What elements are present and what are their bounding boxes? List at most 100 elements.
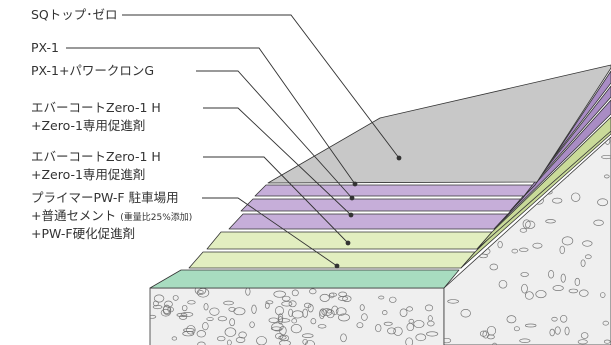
aggregate-pebble: [560, 273, 566, 283]
aggregate-pebble: [521, 283, 528, 294]
aggregate-pebble: [604, 174, 610, 179]
aggregate-pebble: [317, 324, 327, 329]
label-line: +Zero-1専用促進剤: [31, 167, 145, 182]
aggregate-pebble: [405, 337, 414, 345]
aggregate-pebble: [196, 330, 206, 338]
label-sq-top-zero: SQトップ･ゼロ: [31, 7, 118, 22]
aggregate-pebble: [229, 318, 236, 327]
concrete-front-face: [149, 287, 445, 345]
aggregate-pebble: [310, 318, 317, 325]
aggregate-pebble: [319, 293, 330, 302]
aggregate-pebble: [186, 325, 196, 335]
aggregate-pebble: [181, 304, 188, 312]
aggregate-pebble: [427, 320, 435, 327]
aggregate-pebble: [406, 322, 415, 332]
aggregate-pebble: [506, 315, 517, 324]
aggregate-pebble: [382, 310, 388, 316]
aggregate-pebble: [568, 288, 579, 294]
aggregate-pebble: [150, 314, 157, 319]
aggregate-pebble: [552, 197, 563, 204]
label-line: SQトップ･ゼロ: [31, 7, 118, 22]
leader-dot: [348, 212, 354, 218]
label-line: +PW-F硬化促進剤: [31, 226, 135, 241]
aggregate-pebble: [290, 324, 302, 334]
aggregate-pebble: [601, 154, 611, 160]
aggregate-pebble: [426, 331, 439, 337]
aggregate-pebble: [378, 295, 385, 300]
aggregate-pebble: [251, 304, 257, 314]
aggregate-pebble: [274, 306, 284, 316]
aggregate-pebble: [279, 334, 290, 342]
leader-lines: [66, 14, 402, 269]
aggregate-pebble: [554, 326, 561, 335]
aggregate-pebble: [603, 339, 611, 344]
aggregate-pebble: [264, 302, 270, 309]
aggregate-pebble: [520, 272, 529, 277]
aggregate-pebble: [580, 332, 589, 339]
leader-dot: [349, 195, 355, 201]
label-line: +普通セメント(重量比25%添加): [31, 208, 192, 223]
aggregate-pebble: [519, 228, 528, 233]
leader-line: [203, 107, 352, 216]
aggregate-pebble: [331, 305, 339, 316]
aggregate-pebble: [389, 296, 397, 303]
aggregate-pebble: [497, 240, 503, 249]
purple-layer-lower: [228, 99, 611, 230]
aggregate-pebble: [291, 318, 298, 324]
label-line: PX-1: [31, 40, 59, 55]
aggregate-pebble: [278, 335, 287, 340]
aggregate-pebble: [375, 324, 382, 333]
aggregate-pebble: [340, 333, 347, 343]
aggregate-pebble: [513, 326, 520, 332]
aggregate-pebble: [597, 198, 609, 207]
aggregate-pebble: [163, 304, 171, 315]
aggregate-pebble: [153, 300, 159, 307]
aggregate-pebble: [361, 313, 368, 321]
label-everco-zero1h-upper: エバーコートZero-1 H+Zero-1専用促進剤: [31, 100, 161, 133]
aggregate-pebble: [335, 307, 347, 316]
aggregate-pebble: [511, 248, 519, 254]
aggregate-pebble: [387, 327, 397, 335]
aggregate-pebble: [559, 245, 565, 255]
aggregate-pebble: [176, 312, 188, 317]
aggregate-pebble: [223, 300, 234, 306]
aggregate-pebble: [551, 316, 558, 322]
aggregate-pebble: [278, 316, 283, 325]
aggregate-pebble: [524, 220, 536, 229]
aggregate-pebble: [561, 236, 574, 246]
aggregate-pebble: [194, 288, 207, 295]
aggregate-pebble: [560, 314, 568, 323]
aggregate-pebble: [564, 326, 570, 336]
leader-line: [196, 70, 353, 199]
concrete-side-face: [443, 136, 611, 345]
purple-layer-upper: [254, 70, 611, 197]
aggregate-pebble: [406, 306, 413, 312]
aggregate-pebble: [328, 292, 335, 299]
aggregate-pebble: [399, 308, 408, 318]
aggregate-pebble: [233, 307, 246, 316]
label-line: プライマーPW-F 駐車場用: [31, 190, 179, 205]
leader-dot: [352, 181, 358, 187]
aggregate-pebble: [549, 328, 555, 337]
aggregate-pebble: [273, 290, 286, 298]
aggregate-pebble: [522, 219, 531, 229]
aggregate-pebble: [281, 301, 293, 307]
aggregate-pebble: [593, 219, 604, 226]
aggregate-pebble: [489, 263, 499, 271]
aggregate-pebble: [460, 308, 471, 318]
leader-line: [202, 197, 338, 267]
label-note: (重量比25%添加): [120, 211, 192, 223]
leader-dot: [334, 263, 340, 269]
aggregate-pebble: [602, 320, 609, 326]
aggregate-pebble: [444, 337, 452, 344]
aggregate-pebble: [524, 291, 534, 300]
aggregate-pebble: [183, 328, 195, 333]
aggregate-pebble: [424, 304, 434, 312]
aggregate-pebble: [524, 323, 537, 328]
aggregate-pebble: [164, 300, 173, 308]
aggregate-pebble: [582, 240, 593, 247]
aggregate-pebble: [235, 336, 246, 343]
aggregate-pebble: [393, 326, 403, 336]
aggregate-pebble: [482, 330, 489, 339]
aggregate-pebble: [519, 338, 531, 343]
